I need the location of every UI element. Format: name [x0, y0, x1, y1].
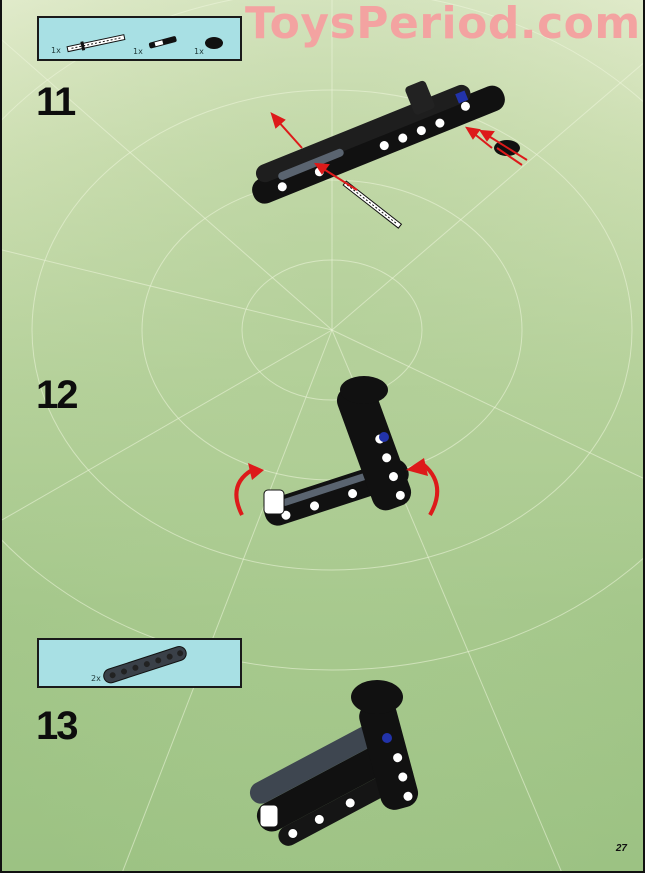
step-number-13: 13 [36, 704, 78, 748]
step-number-11: 11 [36, 80, 76, 124]
part-qty: 1x [133, 47, 143, 56]
page-number: 27 [615, 843, 627, 854]
insert-arrow-icon [270, 112, 528, 191]
part-qty: 1x [51, 46, 61, 55]
parts-callout-step-13: 2x [37, 638, 242, 688]
beam-part-icon [103, 646, 187, 684]
part-qty: 1x [194, 47, 204, 56]
rotate-arrow-icon [234, 463, 440, 516]
axle-part-icon [66, 34, 223, 53]
part-qty: 2x [91, 674, 101, 683]
parts-callout-step-11: 1x 1x 1x [37, 16, 242, 61]
step-number-12: 12 [36, 373, 78, 417]
watermark-text: ToysPeriod.com [245, 0, 641, 49]
